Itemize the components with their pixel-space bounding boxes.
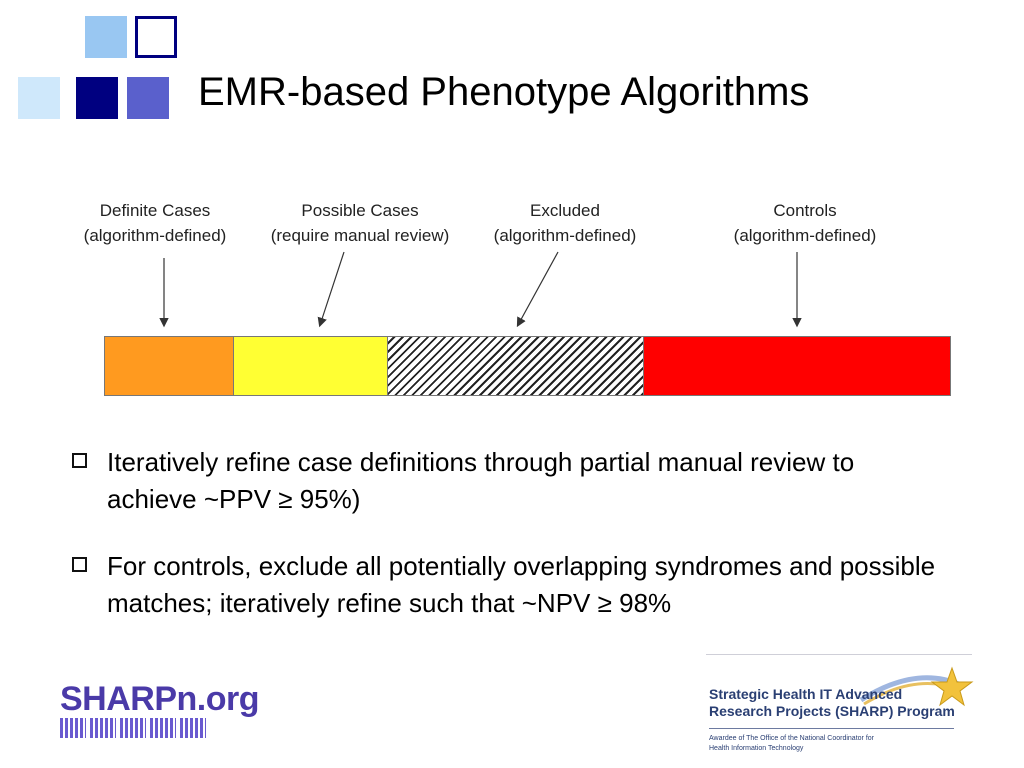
diagram-arrows [159, 251, 802, 328]
logo-tile [180, 718, 206, 738]
label-definite-line2: (algorithm-defined) [83, 226, 227, 245]
star-swoosh-icon [859, 666, 974, 707]
logo-divider-top [706, 654, 972, 655]
label-possible-cases: Possible Cases (require manual review) [250, 198, 470, 248]
sharp-program-logo: Strategic Health IT Advanced Research Pr… [706, 652, 976, 762]
logo-tile [90, 718, 116, 738]
sharp-program-title-line2: Research Projects (SHARP) Program [709, 703, 955, 719]
decor-square-light-top [85, 16, 127, 58]
bullet-item-2: For controls, exclude all potentially ov… [72, 548, 952, 622]
sharp-program-sub-line1: Awardee of The Office of the National Co… [709, 735, 874, 742]
label-excluded: Excluded (algorithm-defined) [455, 198, 675, 248]
segment-excluded [387, 337, 643, 395]
segment-definite-cases [105, 337, 233, 395]
segment-controls [643, 337, 950, 395]
sharp-program-title: Strategic Health IT Advanced Research Pr… [709, 686, 955, 720]
label-possible-line2: (require manual review) [270, 226, 450, 245]
sharpn-logo-text: SHARPn.org [60, 680, 260, 718]
sharp-program-sub-line2: Health Information Technology [709, 745, 804, 752]
logo-tile [60, 718, 86, 738]
decor-square-outline-top [135, 16, 177, 58]
checkbox-bullet-icon [72, 557, 87, 572]
bullet-text-1: Iteratively refine case definitions thro… [107, 447, 855, 514]
label-controls-line2: (algorithm-defined) [733, 226, 877, 245]
label-controls-line1: Controls [773, 201, 837, 220]
label-excluded-line1: Excluded [530, 201, 600, 220]
category-bar [104, 336, 951, 396]
decor-square-navy [76, 77, 118, 119]
logo-tile [120, 718, 146, 738]
slide-title: EMR-based Phenotype Algorithms [198, 70, 810, 114]
label-definite-cases: Definite Cases (algorithm-defined) [45, 198, 265, 248]
sharpn-logo: SHARPn.org [60, 680, 260, 738]
decor-square-lighter [18, 77, 60, 119]
arrow-possible [317, 251, 345, 328]
sharp-program-subtitle: Awardee of The Office of the National Co… [709, 734, 874, 754]
sharpn-logo-tiles [60, 718, 259, 738]
decor-square-mid [127, 77, 169, 119]
label-definite-line1: Definite Cases [99, 201, 211, 220]
checkbox-bullet-icon [72, 453, 87, 468]
logo-divider [709, 728, 954, 729]
bullet-list: Iteratively refine case definitions thro… [72, 444, 952, 652]
label-possible-line1: Possible Cases [301, 201, 419, 220]
label-excluded-line2: (algorithm-defined) [493, 226, 637, 245]
sharp-program-title-line1: Strategic Health IT Advanced [709, 686, 903, 702]
label-controls: Controls (algorithm-defined) [695, 198, 915, 248]
arrow-excluded [516, 251, 559, 328]
logo-tile [150, 718, 176, 738]
bullet-text-2: For controls, exclude all potentially ov… [107, 551, 936, 618]
segment-possible-cases [233, 337, 387, 395]
bullet-item-1: Iteratively refine case definitions thro… [72, 444, 952, 518]
